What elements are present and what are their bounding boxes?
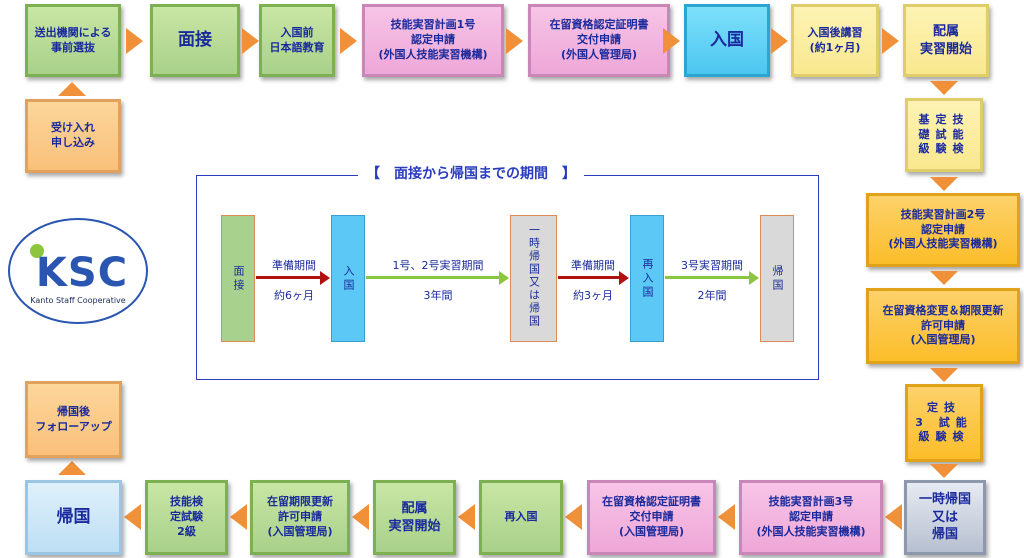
step-coe-application: 在留資格認定証明書 交付申請 (外国人管理局) [528, 4, 670, 77]
timeline-prep2-line [558, 276, 620, 279]
step-plan1-application: 技能実習計画1号 認定申請 (外国人技能実習機構) [362, 4, 504, 77]
timeline-period-training3-duration: 2年間 [697, 289, 727, 302]
timeline-period-training12-name: 1号、2号実習期間 [392, 259, 484, 272]
arrow-down-icon [930, 177, 958, 191]
step-after-return-followup: 帰国後 フォローアップ [25, 381, 122, 458]
step-coe-application-2: 在留資格認定証明書 交付申請 (入国管理局) [587, 480, 716, 555]
arrow-right-icon [126, 28, 143, 54]
arrow-right-icon [242, 28, 259, 54]
timeline-period-prep1-duration: 約6ヶ月 [274, 289, 314, 302]
timeline-stage-entry: 入国 [331, 215, 365, 342]
arrow-down-icon [930, 81, 958, 95]
arrow-right-icon [506, 28, 523, 54]
timeline-training12-arrowhead-icon [499, 271, 509, 285]
arrow-left-icon [718, 504, 735, 530]
timeline-period-training12-duration: 3年間 [423, 289, 453, 302]
logo-subtitle: Kanto Staff Cooperative [30, 296, 126, 305]
step-grade3-skill-test: 定技 3 試能 級験検 [905, 384, 983, 462]
arrow-right-icon [340, 28, 357, 54]
step-re-entry: 再入国 [479, 480, 563, 555]
arrow-up-icon [58, 82, 86, 96]
step-grade2-skill-test: 技能検 定試験 2級 [145, 480, 228, 555]
timeline-period-prep2-duration: 約3ヶ月 [573, 289, 613, 302]
step-basic-skill-test: 基定技 礎試能 級験検 [905, 98, 983, 172]
arrow-up-icon [58, 461, 86, 475]
step-assignment-start-2: 配属 実習開始 [373, 480, 456, 555]
timeline-training12-line [366, 276, 500, 279]
timeline-training3-line [665, 276, 749, 279]
step-acceptance-application: 受け入れ 申し込み [25, 99, 121, 173]
arrow-left-icon [124, 504, 141, 530]
step-pre-entry-japanese: 入国前 日本語教育 [259, 4, 335, 77]
step-entry: 入国 [684, 4, 770, 77]
step-interview: 面接 [150, 4, 240, 77]
timeline-period-prep2-name: 準備期間 [571, 259, 615, 272]
step-preselection: 送出機関による 事前選抜 [25, 4, 121, 77]
timeline-prep2-arrowhead-icon [619, 271, 629, 285]
arrow-left-icon [885, 504, 902, 530]
timeline-stage-temporary-return-label: 一時帰国又は帰国 [527, 223, 541, 328]
timeline-period-training3-name: 3号実習期間 [681, 259, 743, 272]
arrow-left-icon [352, 504, 369, 530]
timeline-training3-arrowhead-icon [749, 271, 759, 285]
timeline-stage-temporary-return: 一時帰国又は帰国 [510, 215, 557, 342]
step-post-entry-training: 入国後講習 (約1ヶ月) [791, 4, 879, 77]
timeline-prep1-arrowhead-icon [320, 271, 330, 285]
timeline-period-prep1-name: 準備期間 [272, 259, 316, 272]
timeline-title: 【 面接から帰国までの期間 】 [358, 163, 584, 183]
timeline-prep1-line [256, 276, 322, 279]
step-plan2-application: 技能実習計画2号 認定申請 (外国人技能実習機構) [866, 193, 1020, 267]
arrow-right-icon [882, 28, 899, 54]
timeline-stage-re-entry: 再入国 [630, 215, 664, 342]
arrow-right-icon [663, 28, 680, 54]
arrow-down-icon [930, 368, 958, 382]
timeline-stage-return: 帰国 [760, 215, 794, 342]
step-stay-extension-application: 在留期限更新 許可申請 (入国管理局) [250, 480, 350, 555]
step-assignment-start: 配属 実習開始 [903, 4, 989, 77]
ksc-logo: KSC Kanto Staff Cooperative [8, 218, 148, 324]
step-status-change-application: 在留資格変更＆期限更新 許可申請 (入国管理局) [866, 288, 1020, 364]
arrow-left-icon [230, 504, 247, 530]
timeline-stage-interview: 面接 [221, 215, 255, 342]
arrow-left-icon [458, 504, 475, 530]
arrow-down-icon [930, 271, 958, 285]
step-plan3-application: 技能実習計画3号 認定申請 (外国人技能実習機構) [739, 480, 883, 555]
logo-text: KSC [35, 250, 129, 296]
arrow-left-icon [565, 504, 582, 530]
step-return-home: 帰国 [25, 480, 122, 555]
arrow-right-icon [771, 28, 788, 54]
step-temporary-return: 一時帰国 又は 帰国 [904, 480, 986, 555]
arrow-down-icon [930, 464, 958, 478]
logo-figure-icon [30, 244, 44, 258]
